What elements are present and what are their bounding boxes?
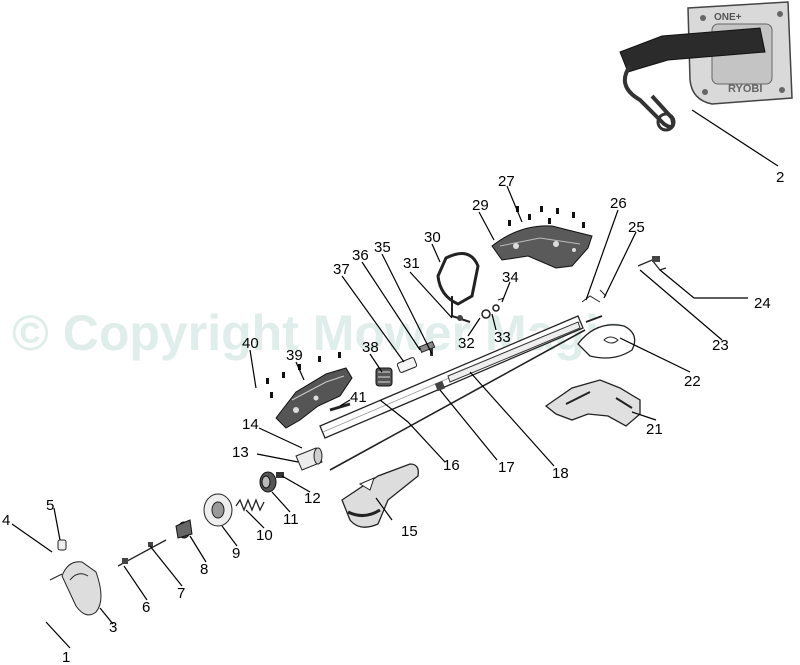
shaft-collar [295, 447, 323, 471]
assist-handle [436, 252, 480, 323]
shaft-assembly [319, 315, 586, 471]
front-grip [544, 379, 641, 427]
callout-27: 27 [498, 173, 515, 190]
callout-10: 10 [256, 527, 273, 544]
callout-5: 5 [46, 497, 54, 514]
callout-32: 32 [458, 335, 475, 352]
callout-37: 37 [333, 261, 350, 278]
callout-31: 31 [403, 255, 420, 272]
callout-26: 26 [610, 195, 627, 212]
callout-11: 11 [283, 511, 299, 528]
spool-housing [49, 561, 102, 616]
spool-spring [235, 498, 265, 512]
lower-handle-half [266, 352, 353, 429]
callout-34: 34 [502, 269, 519, 286]
housing-clip [57, 539, 67, 551]
callout-39: 39 [286, 347, 303, 364]
callout-2: 2 [776, 169, 784, 186]
callout-12: 12 [304, 490, 321, 507]
callout-9: 9 [232, 545, 240, 562]
watermark: © Copyright Mower Magic [12, 305, 627, 361]
callout-36: 36 [352, 247, 369, 264]
callout-15: 15 [401, 523, 418, 540]
leader-lines [11, 109, 779, 649]
bump-knob [175, 519, 193, 539]
motor-coupling [259, 471, 284, 493]
callout-16: 16 [443, 457, 460, 474]
upper-handle-housing [491, 206, 593, 269]
brand-bottom: RYOBI [728, 83, 762, 95]
callout-4: 4 [2, 512, 10, 529]
callout-33: 33 [494, 329, 511, 346]
callout-38: 38 [362, 339, 379, 356]
callout-18: 18 [552, 465, 569, 482]
callout-6: 6 [142, 599, 150, 616]
callout-17: 17 [498, 459, 515, 476]
callout-3: 3 [109, 619, 117, 636]
brand-top: ONE+ [714, 12, 742, 23]
line-spool [203, 493, 233, 527]
callout-25: 25 [628, 219, 645, 236]
callout-labels: 1 2 3 4 5 6 7 8 9 10 11 12 13 14 15 16 1… [2, 169, 784, 665]
callout-24: 24 [754, 295, 771, 312]
callout-41: 41 [350, 389, 367, 406]
wall-bracket: ONE+ RYOBI [619, 1, 793, 132]
callout-30: 30 [424, 229, 441, 246]
callout-8: 8 [200, 561, 208, 578]
callout-13: 13 [232, 444, 249, 461]
callout-1: 1 [62, 649, 70, 665]
guide-wire [599, 256, 667, 297]
edging-wheel [577, 295, 636, 359]
callout-21: 21 [646, 421, 663, 438]
callout-23: 23 [712, 337, 729, 354]
callout-14: 14 [242, 416, 259, 433]
callout-35: 35 [374, 239, 391, 256]
trigger-spring [375, 367, 393, 387]
callout-7: 7 [177, 585, 185, 602]
callout-29: 29 [472, 197, 489, 214]
callout-40: 40 [242, 335, 259, 352]
debris-guard [341, 463, 419, 528]
callout-22: 22 [684, 373, 701, 390]
